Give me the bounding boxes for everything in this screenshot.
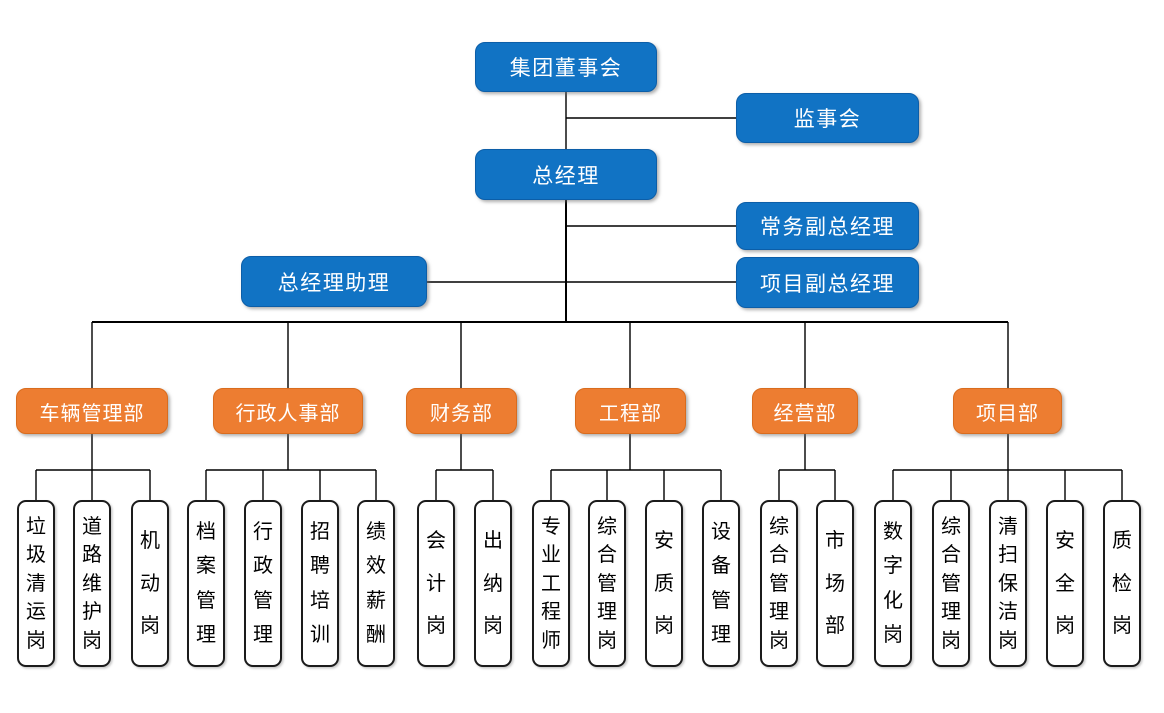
node-post-garbage-removal: 垃圾清运岗 — [17, 500, 55, 667]
node-dept-vehicle-management: 车辆管理部 — [16, 388, 168, 434]
node-project-deputy-gm: 项目副总经理 — [736, 257, 919, 308]
node-post-safety: 安全岗 — [1046, 500, 1084, 667]
node-post-professional-engineer: 专业工程师 — [532, 500, 570, 667]
node-post-archives: 档案管理 — [187, 500, 225, 667]
node-dept-project: 项目部 — [953, 388, 1062, 434]
node-post-accountant: 会计岗 — [417, 500, 455, 667]
node-dept-finance: 财务部 — [406, 388, 517, 434]
node-post-quality-check: 质检岗 — [1103, 500, 1141, 667]
node-dept-engineering: 工程部 — [575, 388, 686, 434]
node-post-general-mgmt-eng: 综合管理岗 — [588, 500, 626, 667]
node-post-performance-pay: 绩效薪酬 — [357, 500, 395, 667]
node-post-mobile: 机动岗 — [131, 500, 169, 667]
node-supervisory-board: 监事会 — [736, 93, 919, 143]
node-post-cleaning: 清扫保洁岗 — [989, 500, 1027, 667]
node-post-recruit-training: 招聘培训 — [301, 500, 339, 667]
node-dept-admin-hr: 行政人事部 — [213, 388, 363, 434]
node-gm-assistant: 总经理助理 — [241, 256, 427, 307]
node-board: 集团董事会 — [475, 42, 657, 92]
node-post-safety-quality: 安质岗 — [645, 500, 683, 667]
node-post-general-mgmt-ops: 综合管理岗 — [760, 500, 798, 667]
node-post-general-mgmt-proj: 综合管理岗 — [932, 500, 970, 667]
node-dept-operations: 经营部 — [752, 388, 858, 434]
node-post-administration: 行政管理 — [244, 500, 282, 667]
node-post-market: 市场部 — [816, 500, 854, 667]
node-post-cashier: 出纳岗 — [474, 500, 512, 667]
node-executive-deputy-gm: 常务副总经理 — [736, 202, 919, 250]
node-post-digitalization: 数字化岗 — [874, 500, 912, 667]
node-general-manager: 总经理 — [475, 149, 657, 200]
node-post-road-maintenance: 道路维护岗 — [73, 500, 111, 667]
node-post-equipment-mgmt: 设备管理 — [702, 500, 740, 667]
